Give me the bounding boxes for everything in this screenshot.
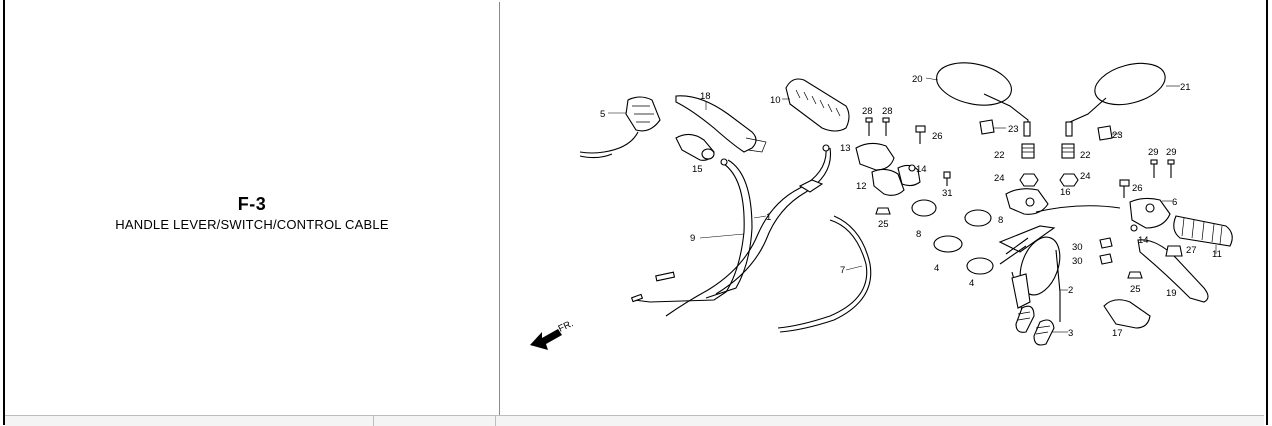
front-direction-arrow: FR.	[530, 318, 575, 350]
right-switch-housing	[1129, 197, 1172, 229]
callout: 11	[1212, 249, 1222, 260]
pivot-bolt-14	[908, 164, 1138, 232]
callout: 28	[882, 106, 893, 117]
mirror-left	[925, 62, 1031, 137]
callout: 23	[1008, 124, 1019, 135]
cap-25-left	[875, 207, 891, 215]
screws-29	[1150, 159, 1175, 178]
callout: 4	[969, 278, 974, 289]
column-separator	[495, 416, 496, 426]
clutch-lever	[675, 95, 767, 153]
bolt-26-upper	[915, 125, 926, 144]
title-block: F-3 HANDLE LEVER/SWITCH/CONTROL CABLE	[5, 194, 499, 232]
callout: 22	[994, 150, 1005, 161]
callout: 1	[766, 212, 771, 223]
clamps-4	[933, 235, 994, 275]
callout: 30	[1072, 242, 1083, 253]
callout: 24	[1080, 171, 1091, 182]
callout: 27	[1186, 245, 1197, 256]
callout: 18	[700, 91, 711, 102]
callout: 28	[862, 106, 873, 117]
callout: 14	[1138, 235, 1149, 246]
front-brake-lever	[1035, 205, 1209, 303]
stop-switch-2-3	[1011, 273, 1068, 346]
mirror-caps-23	[979, 119, 1120, 141]
callout: 3	[1068, 328, 1073, 339]
callout: 13	[840, 143, 851, 154]
callout: 2	[1068, 285, 1073, 296]
direction-label: FR.	[557, 318, 576, 334]
screws-28	[865, 117, 890, 136]
callout: 4	[934, 263, 939, 274]
panel-divider	[499, 2, 500, 415]
exploded-parts-diagram: FR.	[500, 2, 1264, 415]
callout: 25	[878, 219, 889, 230]
callout: 21	[1180, 82, 1191, 93]
callout-labels: 1 2 3 4 4 5 6 7 8 8 9 10 11 12 13 14 14 …	[600, 74, 1222, 339]
callout: 25	[1130, 284, 1141, 295]
callout: 6	[1172, 197, 1177, 208]
callout: 9	[690, 233, 695, 244]
page-frame	[3, 0, 1268, 425]
nuts-24	[1019, 173, 1079, 187]
callout: 19	[1166, 288, 1177, 299]
control-cables	[630, 144, 872, 333]
bolt-26-lower	[1119, 179, 1130, 198]
lever-holder-16	[1005, 188, 1049, 215]
callout: 17	[1112, 328, 1123, 339]
diagram-canvas: FR.	[530, 62, 1233, 350]
title-panel: F-3 HANDLE LEVER/SWITCH/CONTROL CABLE	[5, 2, 499, 415]
callout: 22	[1080, 150, 1091, 161]
left-switch-housing	[579, 96, 661, 159]
callout: 8	[998, 215, 1003, 226]
callout: 26	[1132, 183, 1143, 194]
mirror-right	[1065, 62, 1180, 137]
callout: 29	[1148, 147, 1159, 158]
callout: 12	[856, 181, 867, 192]
callout: 8	[916, 229, 921, 240]
clamps-8	[911, 199, 992, 227]
callout: 10	[770, 95, 781, 106]
cap-27	[1165, 245, 1183, 257]
callout: 26	[932, 131, 943, 142]
callout: 29	[1166, 147, 1177, 158]
switch-wiring	[998, 225, 1061, 322]
lever-cover	[675, 133, 715, 161]
lever-cover-right	[1103, 299, 1151, 329]
bottom-table-strip	[5, 415, 1264, 426]
right-grip	[1173, 215, 1233, 254]
clips-30	[1099, 237, 1113, 265]
callout: 30	[1072, 256, 1083, 267]
screw-31	[943, 171, 951, 186]
left-grip	[782, 78, 850, 132]
cap-25-right	[1127, 271, 1143, 279]
callout: 5	[600, 109, 605, 120]
section-code: F-3	[237, 194, 267, 214]
callout: 31	[942, 188, 953, 199]
callout: 24	[994, 173, 1005, 184]
column-separator	[373, 416, 374, 426]
callout: 16	[1060, 187, 1071, 198]
callout: 14	[916, 164, 927, 175]
callout: 15	[692, 164, 703, 175]
callout: 7	[840, 265, 845, 276]
callout: 23	[1112, 130, 1123, 141]
callout: 20	[912, 74, 923, 85]
mirror-adapters-22	[1021, 143, 1075, 159]
section-title: HANDLE LEVER/SWITCH/CONTROL CABLE	[115, 217, 389, 232]
